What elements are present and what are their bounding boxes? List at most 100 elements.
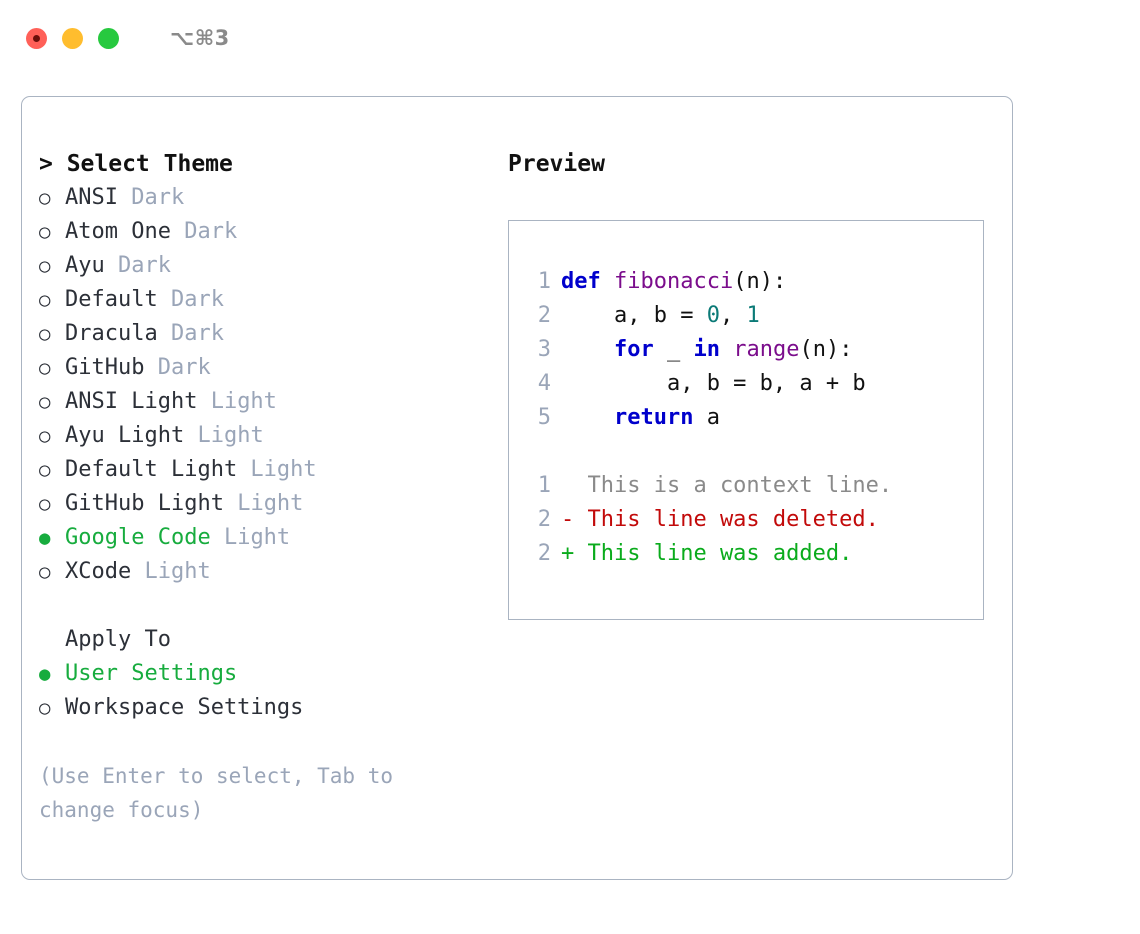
radio-unselected-icon: ○ [39, 255, 51, 277]
apply-to-option[interactable]: ○Workspace Settings [39, 691, 484, 725]
radio-unselected-icon: ○ [39, 459, 51, 481]
diff-text: - This line was deleted. [561, 507, 879, 532]
line-number: 1 [537, 473, 551, 498]
select-theme-heading: > Select Theme [39, 151, 233, 177]
theme-picker-column: > Select Theme ○ANSI Dark○Atom One Dark○… [22, 147, 484, 879]
token-plain: (n): [799, 337, 853, 362]
theme-option-label: Dracula [65, 321, 158, 346]
radio-unselected-icon: ○ [39, 697, 51, 719]
theme-option-label: Default Light [65, 457, 238, 482]
theme-list[interactable]: ○ANSI Dark○Atom One Dark○Ayu Dark○Defaul… [39, 181, 484, 589]
theme-option-label: Google Code [65, 525, 211, 550]
theme-option-label: XCode [65, 559, 132, 584]
code-text: a, b = b, a + b [561, 367, 866, 401]
theme-option-badge: Dark [157, 287, 224, 312]
theme-option[interactable]: ○Ayu Dark [39, 249, 484, 283]
hint-text: (Use Enter to select, Tab to change focu… [39, 764, 406, 822]
theme-option[interactable]: ○Dracula Dark [39, 317, 484, 351]
theme-option-badge: Light [223, 491, 304, 516]
token-num: 1 [746, 303, 760, 328]
radio-unselected-icon: ○ [39, 425, 51, 447]
theme-option-label: ANSI [65, 185, 118, 210]
code-line: 2 a, b = 0, 1 [509, 299, 983, 333]
preview-heading: Preview [508, 151, 605, 177]
theme-option[interactable]: ○Default Dark [39, 283, 484, 317]
line-number: 1 [537, 269, 551, 294]
apply-to-option[interactable]: ● User Settings [39, 657, 484, 691]
apply-to-list[interactable]: ● User Settings ○Workspace Settings [39, 657, 484, 725]
token-plain: a [693, 405, 720, 430]
theme-option-label: Default [65, 287, 158, 312]
radio-unselected-icon: ○ [39, 187, 51, 209]
diff-line: 2 - This line was deleted. [509, 503, 983, 537]
code-text: def fibonacci(n): [561, 265, 786, 299]
line-number: 2 [537, 541, 551, 566]
keyboard-shortcut-label: ⌥⌘3 [170, 26, 230, 50]
token-plain [561, 405, 614, 430]
diff-text: + This line was added. [561, 541, 853, 566]
token-fn: fibonacci [613, 269, 734, 294]
line-number: 2 [537, 507, 551, 532]
code-line: 4 a, b = b, a + b [509, 367, 983, 401]
theme-option-label: GitHub [65, 355, 145, 380]
code-line: 1 def fibonacci(n): [509, 265, 983, 299]
diff-sample: 1 This is a context line. 2 - This line wa… [509, 469, 983, 571]
code-line: 3 for _ in range(n): [509, 333, 983, 367]
theme-option[interactable]: ○GitHub Light Light [39, 487, 484, 521]
diff-text: This is a context line. [561, 473, 893, 498]
token-plain [720, 337, 733, 362]
token-plain: , [719, 303, 747, 328]
radio-unselected-icon: ○ [39, 561, 51, 583]
token-kw: def [561, 269, 614, 294]
code-text: return a [561, 401, 720, 435]
token-fn: range [733, 337, 800, 362]
theme-option-badge: Dark [144, 355, 211, 380]
diff-line: 2 + This line was added. [509, 537, 983, 571]
main-panel: > Select Theme ○ANSI Dark○Atom One Dark○… [21, 96, 1013, 880]
theme-option[interactable]: ○Default Light Light [39, 453, 484, 487]
token-kw: in [693, 337, 720, 362]
token-kw: return [613, 405, 694, 430]
theme-option-badge: Light [210, 525, 291, 550]
minimize-button[interactable] [62, 27, 83, 49]
theme-option[interactable]: ○Atom One Dark [39, 215, 484, 249]
code-line: 5 return a [509, 401, 983, 435]
theme-option-label: Atom One [65, 219, 171, 244]
theme-option[interactable]: ○ANSI Light Light [39, 385, 484, 419]
theme-option-label: Ayu [65, 253, 105, 278]
window-controls [26, 27, 119, 49]
token-plain: a, b = b, a + b [561, 371, 866, 396]
diff-line: 1 This is a context line. [509, 469, 983, 503]
line-number: 3 [537, 337, 551, 362]
radio-unselected-icon: ○ [39, 493, 51, 515]
theme-option-label: ANSI Light [65, 389, 198, 414]
token-plain: (n): [733, 269, 787, 294]
theme-option-badge: Light [197, 389, 277, 414]
token-num: 0 [706, 303, 720, 328]
radio-selected-icon: ● [39, 663, 51, 685]
line-number: 5 [537, 405, 551, 430]
theme-option[interactable]: ○ XCode Light [39, 555, 484, 589]
theme-option-label: Ayu Light [65, 423, 185, 448]
token-plain [561, 337, 614, 362]
apply-to-option-label: User Settings [65, 661, 238, 686]
radio-unselected-icon: ○ [39, 357, 51, 379]
theme-option-badge: Dark [170, 219, 238, 244]
theme-option[interactable]: ○ GitHub Dark [39, 351, 484, 385]
title-bar: ⌥⌘3 [0, 0, 1140, 76]
apply-to-heading: Apply To [65, 627, 171, 652]
maximize-button[interactable] [98, 27, 119, 49]
code-text: for _ in range(n): [561, 333, 852, 367]
line-number: 2 [537, 303, 551, 328]
theme-option[interactable]: ○Ayu Light Light [39, 419, 484, 453]
theme-option-badge: Light [131, 559, 211, 584]
radio-selected-icon: ● [39, 527, 51, 549]
theme-option[interactable]: ○ANSI Dark [39, 181, 484, 215]
code-text: a, b = 0, 1 [561, 299, 760, 333]
token-kw: for [613, 337, 654, 362]
theme-option[interactable]: ● Google Code Light [39, 521, 484, 555]
token-plain: a, b = [561, 303, 707, 328]
close-button[interactable] [26, 27, 47, 49]
